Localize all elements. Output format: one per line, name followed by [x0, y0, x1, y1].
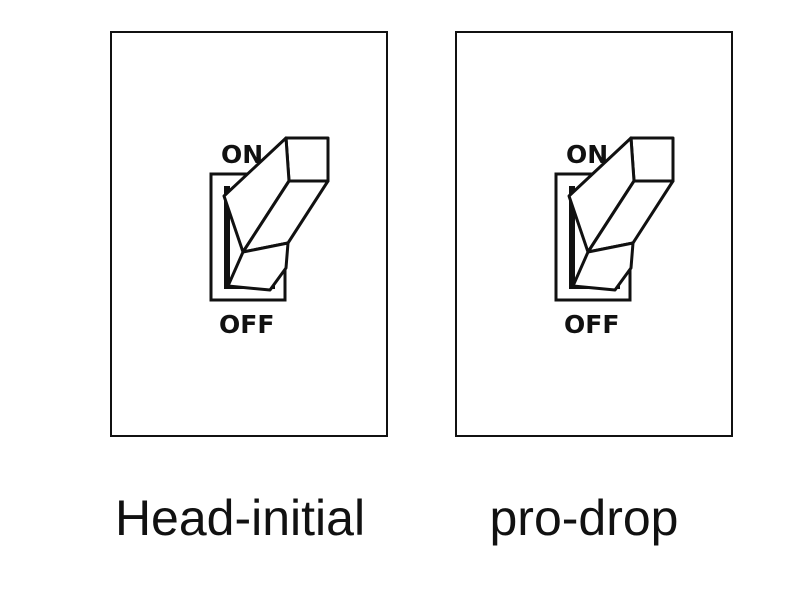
caption-head-initial: Head-initial [114, 490, 366, 546]
lever-base [571, 241, 635, 292]
caption-pro-drop: pro-drop [489, 490, 679, 546]
toggle-switch-icon[interactable]: ON OFF [112, 33, 386, 435]
switch-plate-pro-drop: ON OFF [455, 31, 733, 437]
toggle-switch-icon[interactable]: ON OFF [457, 33, 731, 435]
on-label: ON [221, 140, 263, 169]
off-label: OFF [219, 310, 274, 339]
on-label: ON [566, 140, 608, 169]
lever-tip [629, 136, 675, 183]
lever-tip [284, 136, 330, 183]
lever-base [226, 241, 290, 292]
off-label: OFF [564, 310, 619, 339]
switch-plate-head-initial: ON OFF [110, 31, 388, 437]
